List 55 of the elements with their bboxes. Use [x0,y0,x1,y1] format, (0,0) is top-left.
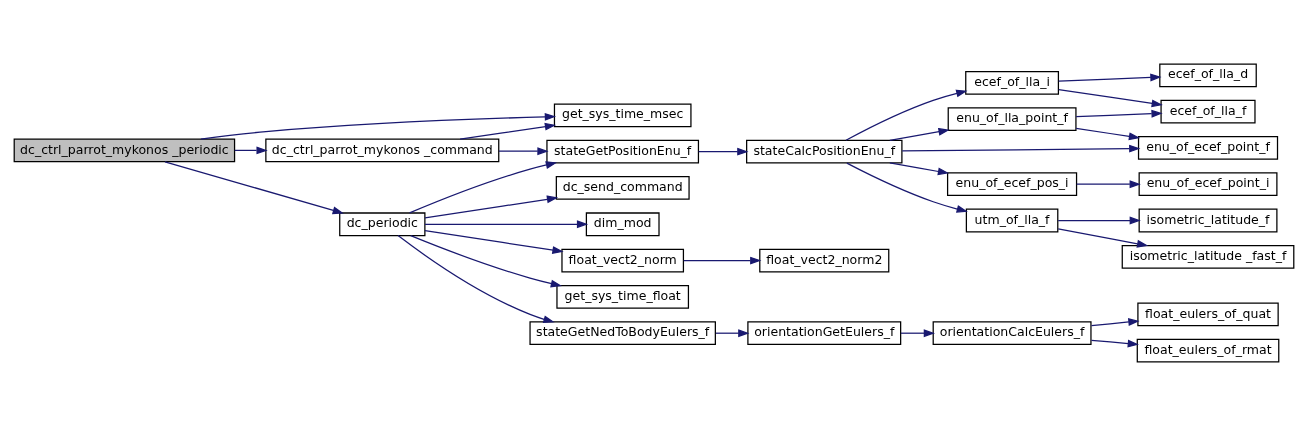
arrow [1058,73,1162,82]
arrow [498,146,549,155]
node-box: isometric_latitude _fast_f [1121,244,1295,269]
node-box: enu_of_ecef_point_f [1137,135,1279,160]
arrow [424,194,559,219]
arrow [234,145,268,154]
arrow [1058,88,1163,107]
node-box: enu_of_lla_point_f [947,106,1077,131]
arrow [846,162,968,213]
arrow [1076,179,1141,188]
node-box: dim_mod [585,211,660,236]
arrow [901,144,1141,153]
arrow [459,122,557,140]
arrow [424,219,589,228]
arrow [900,328,935,337]
node-box: get_sys_time_float [556,284,690,309]
arrow [1075,127,1141,140]
arrow [1090,339,1139,347]
node-box: ecef_of_lla_d [1159,62,1257,87]
node-box: enu_of_ecef_pos_i [946,171,1078,196]
arrow [683,256,762,265]
node-box: float_vect2_norm2 [759,248,890,272]
arrow [1075,109,1163,118]
node-box: float_vect2_norm [561,248,685,272]
arrow [164,160,344,214]
node-box: orientationCalcEulers_f [932,320,1092,345]
node-box: stateCalcPositionEnu_f [746,139,903,164]
node-box: dc_send_command [555,175,690,200]
arrow [889,161,950,175]
arrow [424,229,564,254]
arrow [408,160,558,214]
node-box: ecef_of_lla_i [965,70,1060,95]
node-box: utm_of_lla_f [965,208,1059,232]
arrow [845,89,968,141]
node-box: isometric_latitude_f [1138,208,1278,232]
arrow [1057,216,1141,224]
node-box: enu_of_ecef_point_i [1138,171,1278,196]
node-box: orientationGetEulers_f [747,320,902,345]
node-box: get_sys_time_msec [553,102,692,127]
node-box: dc_ctrl_parrot_mykonos _command [265,138,500,162]
arrow [397,234,555,323]
arrow [698,147,749,156]
node-box: ecef_of_lla_f [1160,99,1256,123]
arrow [715,328,750,337]
arrow [200,112,557,140]
arrow [889,127,950,141]
arrow [410,234,562,287]
arrow [1057,227,1149,248]
node-box: dc_ctrl_parrot_mykonos _periodic [13,138,236,162]
node-box: stateGetPositionEnu_f [546,139,700,164]
node-box: float_eulers_of_rmat [1136,338,1280,363]
node-box: stateGetNedToBodyEulers_f [529,320,716,345]
arrow [1090,317,1140,326]
node-box: float_eulers_of_quat [1137,302,1279,326]
node-box: dc_periodic [339,211,426,236]
